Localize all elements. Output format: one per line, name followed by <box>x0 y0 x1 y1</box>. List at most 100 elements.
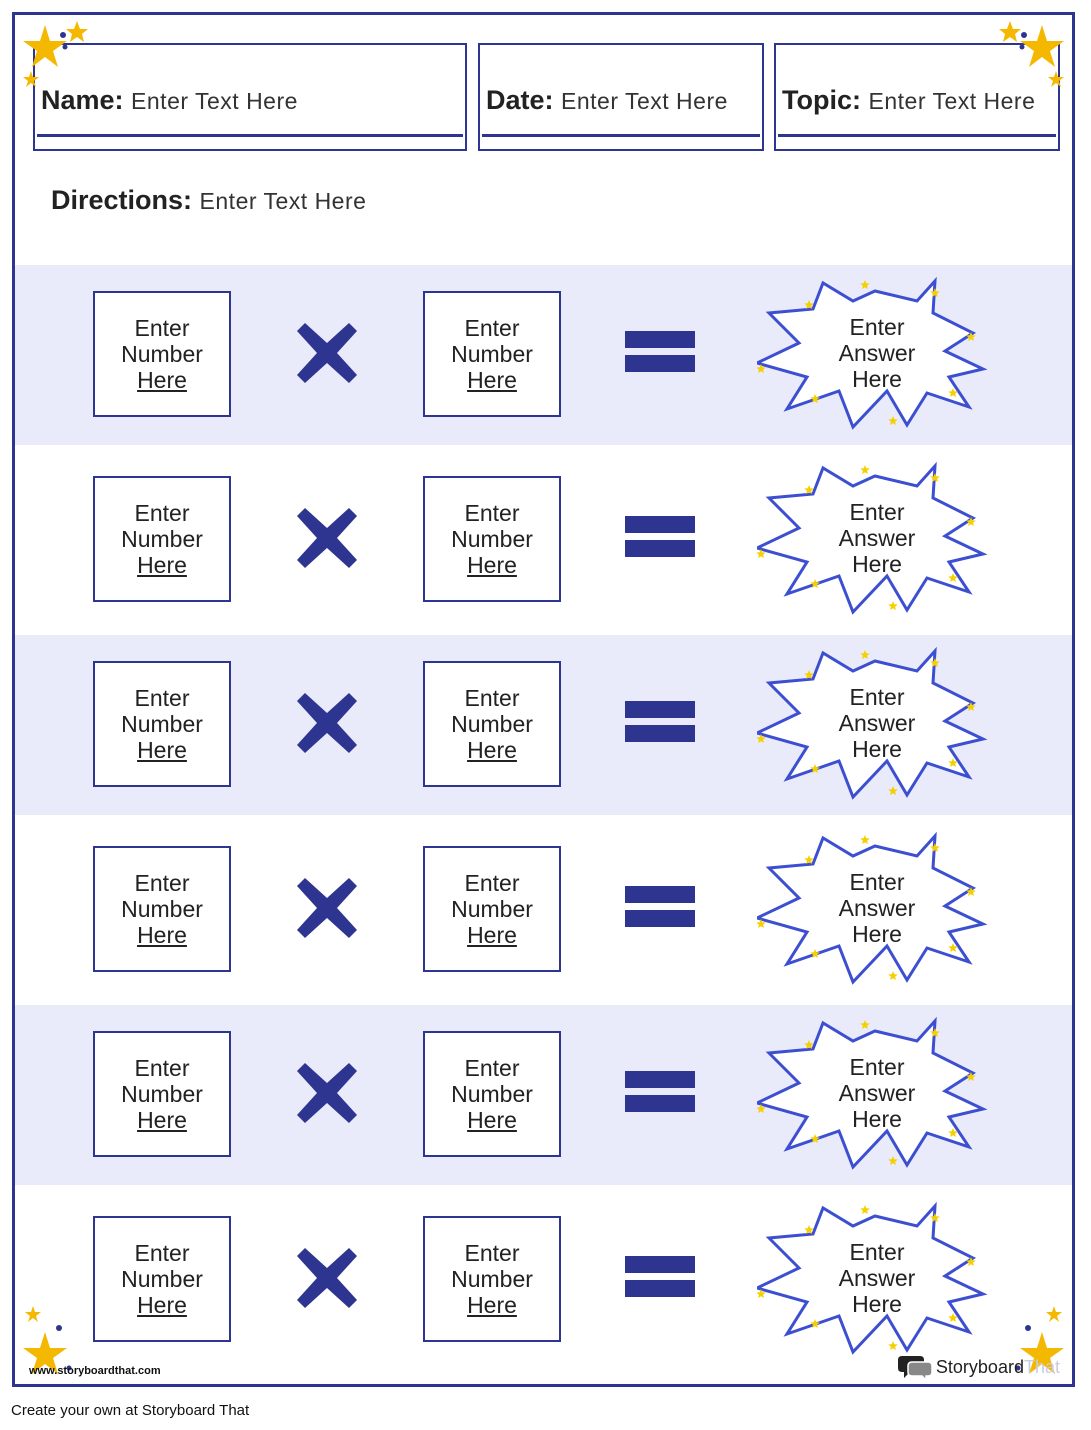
answer-text-line: Here <box>852 1291 902 1317</box>
first-number-box-text: Enter <box>134 315 190 341</box>
topic-field[interactable]: Topic: Enter Text Here <box>782 85 1035 116</box>
first-number-box-text: Enter <box>134 500 190 526</box>
storyboardthat-logo[interactable]: Storyboard That <box>897 1354 1060 1380</box>
name-field-box[interactable]: Name: Enter Text Here <box>33 43 467 151</box>
first-number-box-text: Here <box>137 1292 187 1318</box>
star-icon <box>860 835 870 844</box>
starburst-icon <box>757 461 988 615</box>
star-icon <box>810 764 820 773</box>
star-icon <box>966 1257 976 1266</box>
second-number-box-text: Number <box>451 896 533 922</box>
star-icon <box>930 288 940 297</box>
first-number-box-text: Number <box>121 526 203 552</box>
topic-value[interactable]: Enter Text Here <box>868 88 1036 114</box>
second-number-box-text: Number <box>451 1081 533 1107</box>
first-number-box-text: Enter <box>134 685 190 711</box>
star-icon <box>966 332 976 341</box>
star-icon <box>810 394 820 403</box>
answer-text-line: Here <box>852 1106 902 1132</box>
first-number-box-text: Number <box>121 896 203 922</box>
second-number-box-text: Enter <box>464 685 520 711</box>
star-icon <box>888 601 898 610</box>
answer-text-line: Enter <box>849 684 905 710</box>
first-number-box-text: Number <box>121 1081 203 1107</box>
answer-text-line: Answer <box>838 1265 916 1291</box>
star-icon <box>757 734 766 743</box>
credit-text[interactable]: Create your own at Storyboard That <box>11 1402 250 1419</box>
star-icon <box>860 1020 870 1029</box>
star-icon <box>860 1205 870 1214</box>
name-value[interactable]: Enter Text Here <box>131 88 298 114</box>
multiply-icon <box>297 1063 357 1123</box>
multiply-icon <box>297 508 357 568</box>
star-icon <box>966 702 976 711</box>
answer-text-line: Answer <box>838 895 916 921</box>
answer-text-line: Here <box>852 366 902 392</box>
equals-icon <box>625 1071 695 1115</box>
star-icon <box>930 1028 940 1037</box>
star-icon <box>860 650 870 659</box>
second-number-box-text: Here <box>467 922 517 948</box>
star-icon <box>804 670 814 679</box>
date-field[interactable]: Date: Enter Text Here <box>486 85 728 116</box>
first-number-box-text: Number <box>121 341 203 367</box>
directions[interactable]: Directions: Enter Text Here <box>51 185 366 216</box>
answer-text-line: Answer <box>838 710 916 736</box>
star-icon <box>888 1156 898 1165</box>
second-number-box-text: Enter <box>464 1240 520 1266</box>
footer-url[interactable]: www.storyboardthat.com <box>29 1365 161 1377</box>
first-number-box-text: Here <box>137 367 187 393</box>
topic-label: Topic: <box>782 85 861 115</box>
topic-field-box[interactable]: Topic: Enter Text Here <box>774 43 1060 151</box>
star-icon <box>888 1341 898 1350</box>
star-icon <box>948 573 958 582</box>
star-icon <box>804 1040 814 1049</box>
date-value[interactable]: Enter Text Here <box>561 88 728 114</box>
multiply-icon <box>297 1248 357 1308</box>
star-icon <box>888 971 898 980</box>
first-number-box-text: Enter <box>134 870 190 896</box>
name-label: Name: <box>41 85 124 115</box>
date-field-box[interactable]: Date: Enter Text Here <box>478 43 764 151</box>
second-number-box-text: Enter <box>464 870 520 896</box>
star-icon <box>810 1319 820 1328</box>
multiply-icon <box>297 323 357 383</box>
star-icon <box>930 843 940 852</box>
second-number-box-text: Number <box>451 1266 533 1292</box>
answer-text-line: Answer <box>838 340 916 366</box>
date-label: Date: <box>486 85 554 115</box>
worksheet-frame: Name: Enter Text Here Date: Enter Text H… <box>12 12 1075 1387</box>
name-field[interactable]: Name: Enter Text Here <box>41 85 298 116</box>
star-icon <box>966 1072 976 1081</box>
star-icon <box>930 658 940 667</box>
star-icon <box>810 949 820 958</box>
star-icon <box>757 364 766 373</box>
star-icon <box>930 473 940 482</box>
directions-value[interactable]: Enter Text Here <box>199 188 367 214</box>
first-number-box-text: Here <box>137 552 187 578</box>
